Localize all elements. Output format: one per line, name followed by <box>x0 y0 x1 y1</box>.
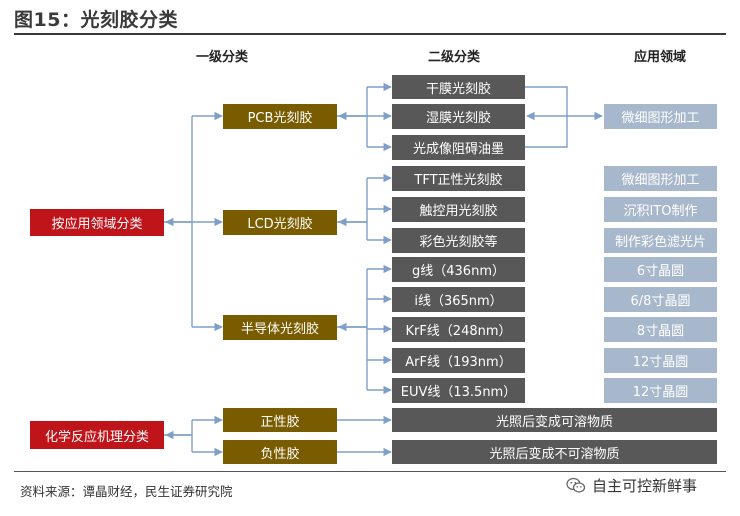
level2-positive-desc: 光照后变成可溶物质 <box>392 408 717 432</box>
footer-rule <box>14 471 726 472</box>
level2-touch: 触控用光刻胶 <box>392 197 525 222</box>
application-i-line: 6/8寸晶圆 <box>604 287 717 312</box>
header-level1: 一级分类 <box>195 50 248 65</box>
application-touch: 沉积ITO制作 <box>604 197 717 222</box>
level2-solder-ink: 光成像阻碍油墨 <box>392 135 525 160</box>
application-pcb: 微细图形加工 <box>604 104 717 129</box>
figure-title: 图15：光刻胶分类 <box>14 9 178 31</box>
level2-i-line: i线（365nm） <box>392 287 525 312</box>
header-level2: 二级分类 <box>427 50 480 65</box>
wechat-icon <box>566 477 586 494</box>
level2-euv: EUV线（13.5nm） <box>392 378 525 403</box>
root-application-classification: 按应用领域分类 <box>30 209 164 236</box>
level2-wet-film: 湿膜光刻胶 <box>392 104 525 129</box>
level2-arf: ArF线（193nm） <box>392 348 525 373</box>
level1-lcd: LCD光刻胶 <box>223 210 337 235</box>
header-application: 应用领域 <box>633 50 686 65</box>
level2-color: 彩色光刻胶等 <box>392 228 525 253</box>
level2-negative-desc: 光照后变成不可溶物质 <box>392 440 717 464</box>
application-krf: 8寸晶圆 <box>604 317 717 342</box>
application-color: 制作彩色滤光片 <box>604 228 717 253</box>
root-mechanism-classification: 化学反应机理分类 <box>30 421 164 449</box>
application-euv: 12寸晶圆 <box>604 378 717 403</box>
application-g-line: 6寸晶圆 <box>604 257 717 282</box>
level2-krf: KrF线（248nm） <box>392 317 525 342</box>
source-note: 资料来源：谭晶财经，民生证券研究院 <box>20 484 233 499</box>
level1-semiconductor: 半导体光刻胶 <box>223 315 337 340</box>
level2-dry-film: 干膜光刻胶 <box>392 75 525 99</box>
level1-positive: 正性胶 <box>223 408 337 432</box>
level2-tft: TFT正性光刻胶 <box>392 166 525 191</box>
level1-pcb: PCB光刻胶 <box>223 104 337 129</box>
application-tft: 微细图形加工 <box>604 166 717 191</box>
application-arf: 12寸晶圆 <box>604 348 717 373</box>
brand-watermark: 自主可控新鲜事 <box>566 475 697 496</box>
brand-name: 自主可控新鲜事 <box>592 477 698 495</box>
title-rule <box>14 33 726 35</box>
level1-negative: 负性胶 <box>223 440 337 464</box>
level2-g-line: g线（436nm） <box>392 257 525 282</box>
